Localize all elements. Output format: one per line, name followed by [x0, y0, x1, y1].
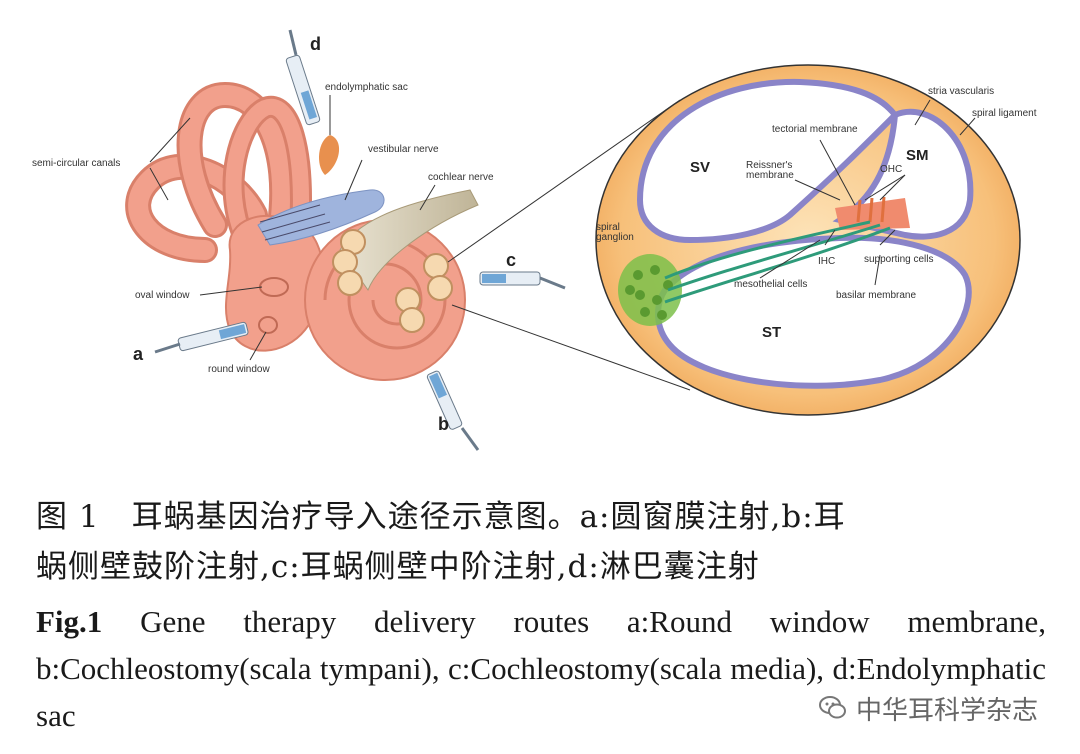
label-sv: SV [690, 159, 710, 176]
syringe-d [285, 29, 321, 126]
caption-chinese-line-1: 图 1 耳蜗基因治疗导入途径示意图。a:圆窗膜注射,b:耳 [36, 499, 846, 535]
label-supporting-cells: supporting cells [864, 254, 933, 265]
label-basilar-membrane: basilar membrane [836, 290, 916, 301]
label-st: ST [762, 324, 781, 341]
label-spiral-ganglion-2: ganglion [596, 232, 634, 243]
label-cochlear-nerve: cochlear nerve [428, 172, 494, 183]
label-spiral-ligament: spiral ligament [972, 108, 1037, 119]
label-endolymphatic-sac: endolymphatic sac [325, 82, 408, 93]
label-vestibular-nerve: vestibular nerve [368, 144, 439, 155]
cochlear-cross-section [595, 64, 1021, 416]
wechat-icon [819, 696, 846, 719]
route-label-c: c [506, 250, 516, 270]
caption-english-text: Gene therapy delivery routes a:Round win… [36, 604, 1046, 733]
figure-label: Fig.1 [36, 604, 103, 639]
label-mesothelial-cells: mesothelial cells [734, 279, 807, 290]
caption-chinese: 图 1 耳蜗基因治疗导入途径示意图。a:圆窗膜注射,b:耳 蜗侧壁鼓阶注射,c:… [36, 492, 1046, 592]
label-tectorial-membrane: tectorial membrane [772, 124, 858, 135]
syringe-c [479, 271, 566, 290]
watermark-text: 中华耳科学杂志 [856, 695, 1039, 726]
label-reissners-membrane-2: membrane [746, 170, 794, 181]
route-label-b: b [438, 414, 449, 434]
label-ihc: IHC [818, 256, 835, 267]
label-reissners-membrane-1: Reissner's [746, 160, 792, 171]
label-semi-circular-canals: semi-circular canals [32, 158, 120, 169]
labyrinth [125, 81, 479, 381]
label-oval-window: oval window [135, 290, 190, 301]
watermark: 中华耳科学杂志 [818, 690, 1038, 726]
caption-chinese-line-2: 蜗侧壁鼓阶注射,c:耳蜗侧壁中阶注射,d:淋巴囊注射 [36, 549, 760, 585]
inner-ear-diagram: semi-circular canals endolymphatic sac v… [32, 29, 1037, 451]
label-ohc: OHC [880, 164, 902, 175]
route-label-a: a [133, 344, 144, 364]
label-round-window: round window [208, 364, 270, 375]
route-label-d: d [310, 34, 321, 54]
label-stria-vascularis: stria vascularis [928, 86, 994, 97]
syringe-a [154, 321, 249, 354]
syringe-b [426, 370, 480, 451]
label-spiral-ganglion-1: spiral [596, 222, 620, 233]
label-sm: SM [906, 147, 929, 164]
caption-english: Fig.1 Gene therapy delivery routes a:Rou… [36, 598, 1046, 739]
